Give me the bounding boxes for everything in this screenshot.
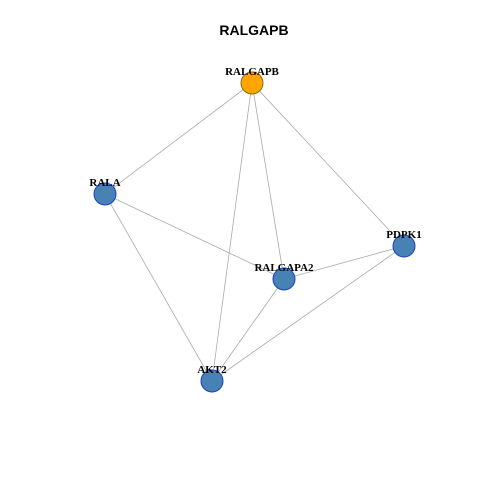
node-label-ralgapa2: RALGAPA2	[254, 262, 314, 274]
node-akt2[interactable]	[200, 369, 224, 393]
edge-ralgapb-akt2	[211, 82, 253, 382]
edge-pdpk1-akt2	[211, 245, 405, 382]
edge-rala-ralgapa2	[104, 193, 285, 280]
edge-ralgapb-ralgapa2	[251, 82, 285, 280]
node-label-akt2: AKT2	[197, 364, 227, 376]
graph-title: RALGAPB	[219, 22, 288, 38]
node-ralgapa2[interactable]	[272, 267, 296, 291]
edge-ralgapa2-pdpk1	[283, 245, 405, 280]
edge-ralgapa2-akt2	[211, 278, 285, 382]
edge-ralgapb-pdpk1	[251, 82, 405, 247]
edges-layer	[104, 82, 405, 382]
node-label-ralgapb: RALGAPB	[225, 66, 279, 78]
nodes-layer	[93, 71, 416, 393]
node-rala[interactable]	[93, 182, 117, 206]
node-pdpk1[interactable]	[392, 234, 416, 258]
node-ralgapb[interactable]	[240, 71, 264, 95]
edge-rala-akt2	[104, 193, 213, 382]
edge-ralgapb-rala	[104, 82, 253, 195]
node-label-rala: RALA	[89, 177, 120, 189]
node-label-pdpk1: PDPK1	[386, 229, 421, 241]
